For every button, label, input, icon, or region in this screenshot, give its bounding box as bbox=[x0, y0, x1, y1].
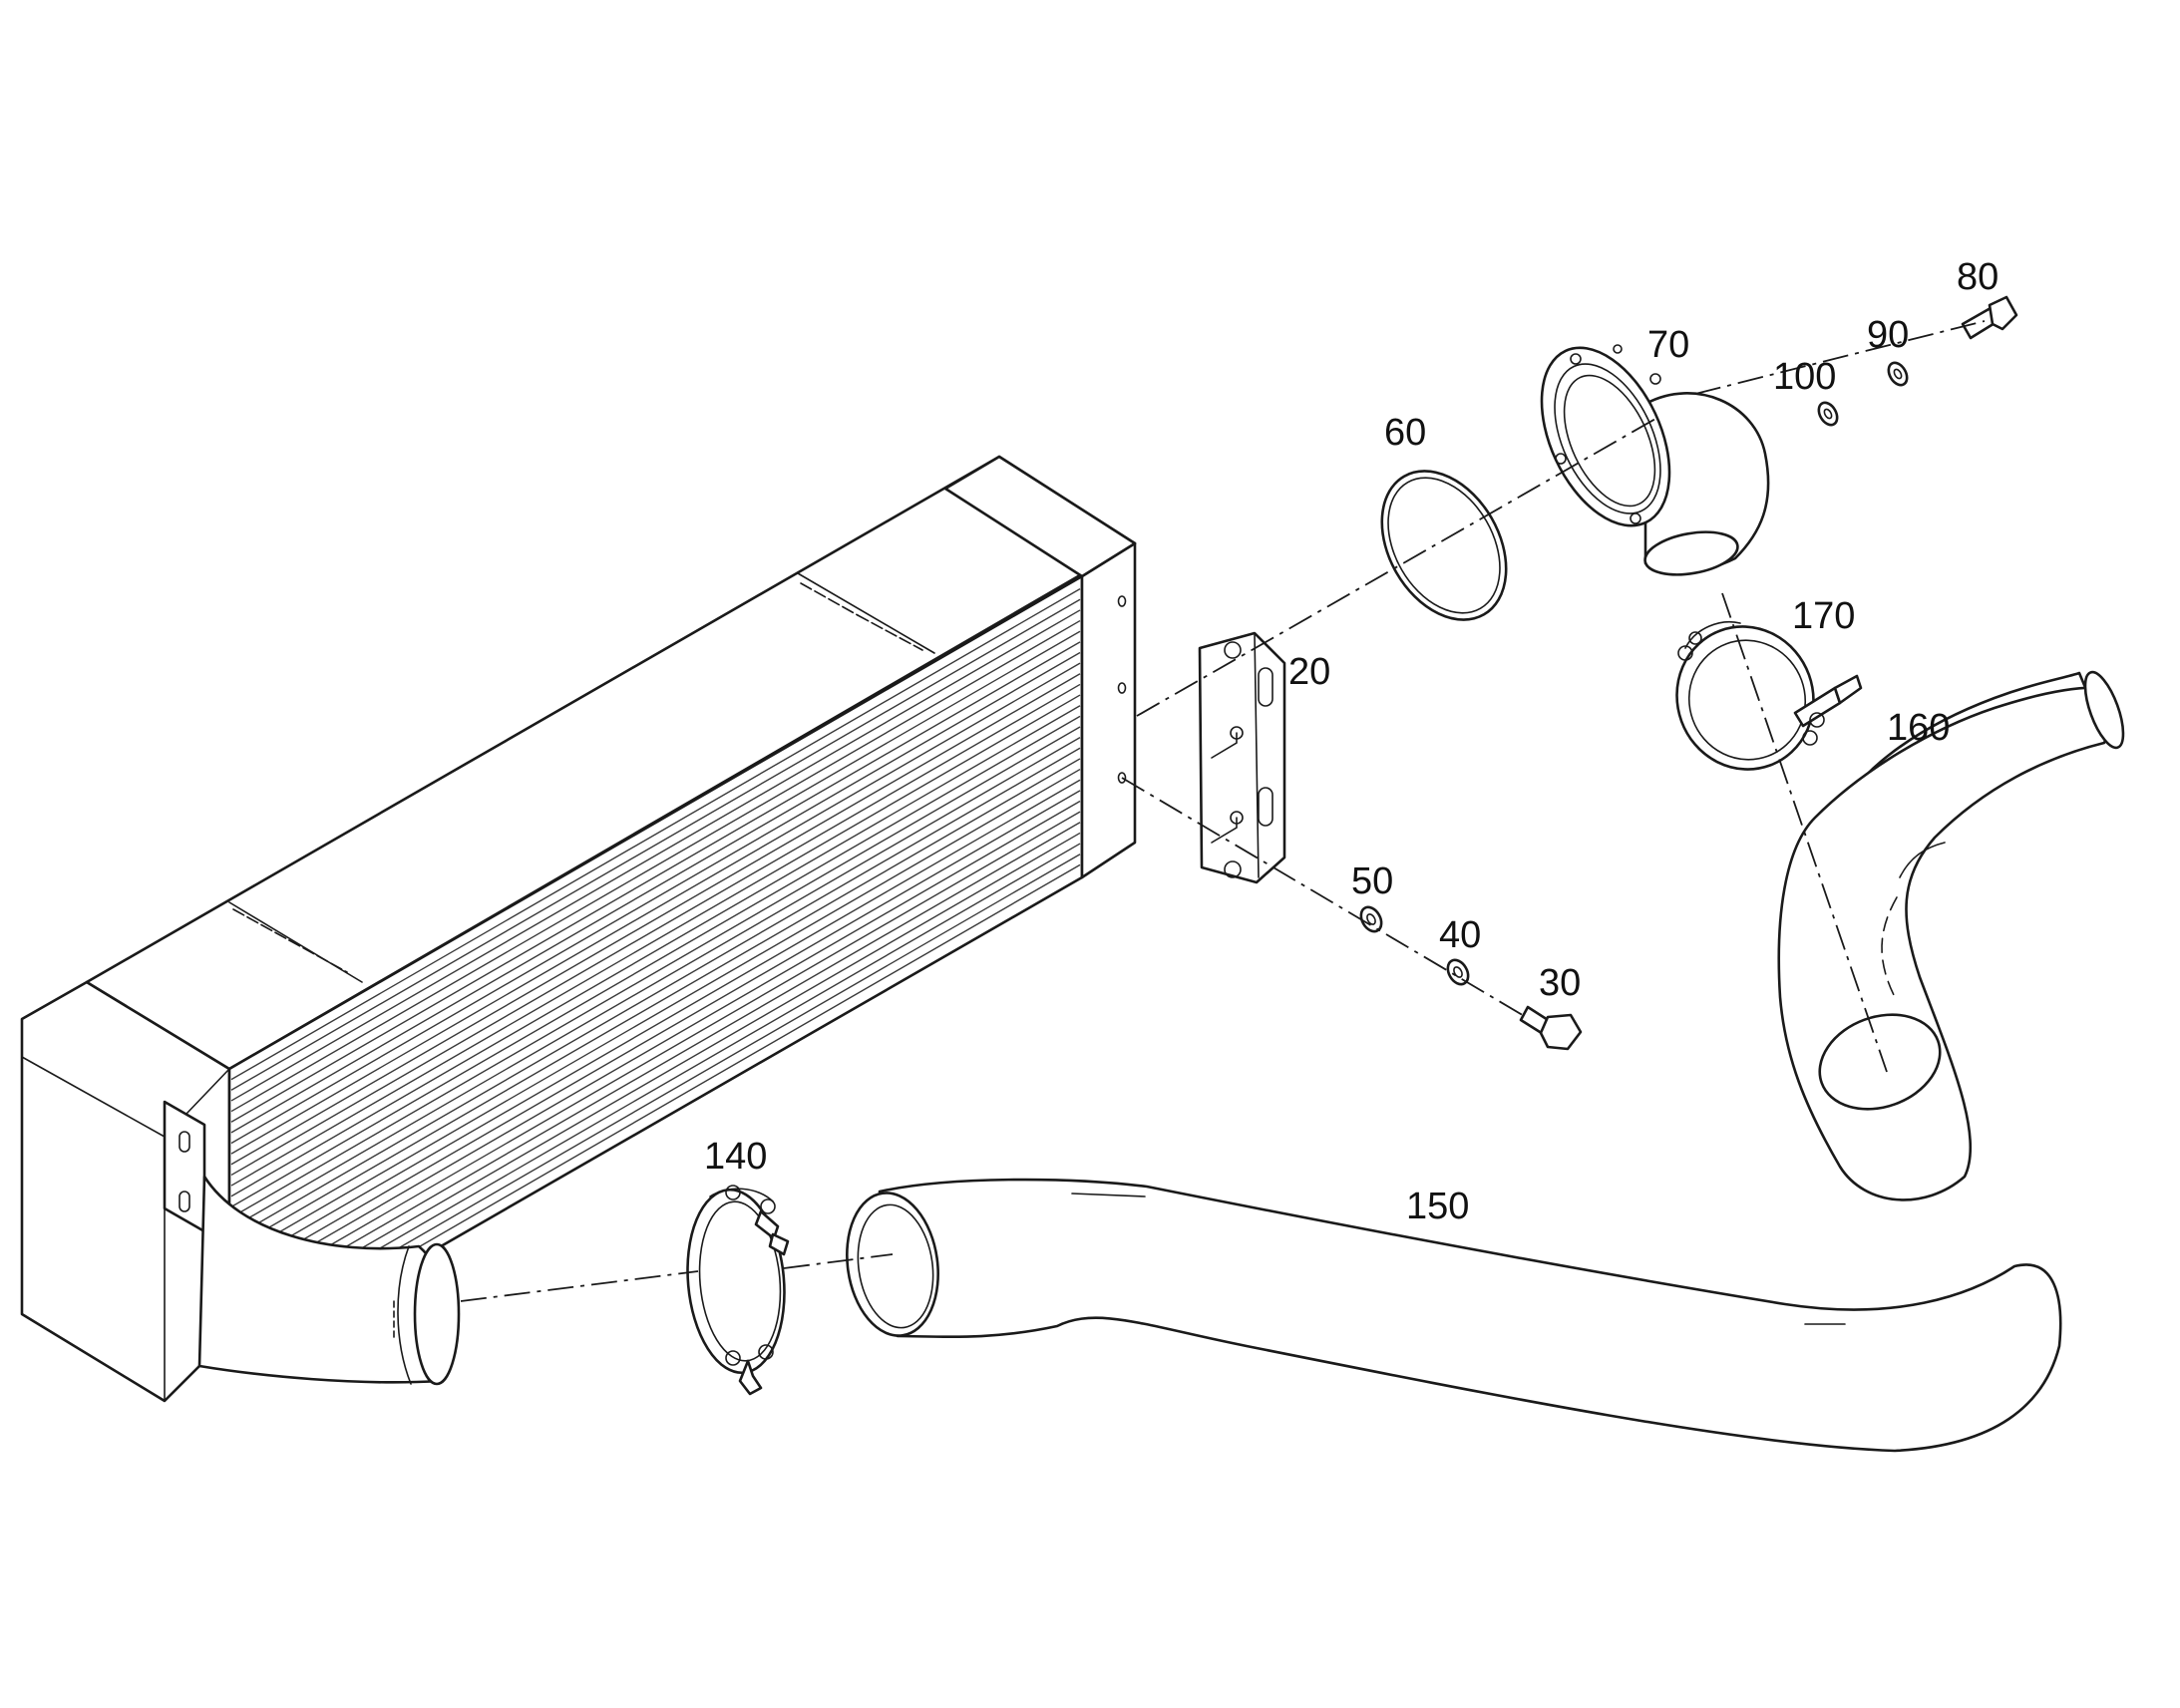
callout-labels: 20 30 40 50 60 70 80 90 100 140 150 160 … bbox=[704, 256, 1998, 1227]
fin-line bbox=[230, 662, 1081, 1155]
fin-line bbox=[230, 758, 1081, 1250]
fin-line bbox=[230, 779, 1081, 1271]
washer-50 bbox=[1359, 905, 1383, 933]
fin-line bbox=[230, 737, 1081, 1229]
o-ring-60 bbox=[1380, 470, 1508, 621]
callout-20: 20 bbox=[1288, 651, 1330, 693]
hose-clamp-170 bbox=[1675, 621, 1863, 771]
charge-pipe-150 bbox=[846, 1178, 2062, 1453]
fin-line bbox=[230, 588, 1081, 1081]
intercooler bbox=[20, 455, 1137, 1403]
washer-40 bbox=[1446, 958, 1470, 986]
callout-150: 150 bbox=[1406, 1186, 1469, 1227]
callout-170: 170 bbox=[1792, 595, 1855, 637]
fin-line bbox=[230, 619, 1081, 1113]
fin-line bbox=[230, 673, 1081, 1166]
callout-140: 140 bbox=[704, 1136, 767, 1178]
fin-line bbox=[230, 800, 1081, 1293]
flange-elbow-70 bbox=[1540, 344, 1770, 576]
fin-line bbox=[230, 811, 1081, 1303]
fin-line bbox=[230, 822, 1081, 1314]
fin-line bbox=[230, 641, 1081, 1134]
callout-50: 50 bbox=[1351, 860, 1393, 902]
fin-line bbox=[230, 715, 1081, 1207]
fin-line bbox=[230, 651, 1081, 1145]
callout-80: 80 bbox=[1957, 256, 1998, 298]
charge-pipe-160 bbox=[1777, 670, 2125, 1201]
washer-90 bbox=[1887, 361, 1909, 387]
fin-line bbox=[230, 598, 1081, 1091]
assembly-axis-lines bbox=[460, 320, 1986, 1302]
callout-90: 90 bbox=[1867, 314, 1909, 356]
callout-40: 40 bbox=[1439, 914, 1481, 956]
fin-line bbox=[230, 609, 1081, 1102]
fin-line bbox=[230, 790, 1081, 1282]
bolt-80 bbox=[1961, 295, 2018, 340]
intercooler-fins bbox=[230, 588, 1081, 1356]
fin-line bbox=[230, 705, 1081, 1197]
callout-100: 100 bbox=[1773, 356, 1836, 398]
hose-clamp-140 bbox=[686, 1185, 790, 1396]
fin-line bbox=[230, 694, 1081, 1187]
fin-line bbox=[230, 630, 1081, 1123]
callout-30: 30 bbox=[1539, 962, 1581, 1004]
callout-70: 70 bbox=[1647, 324, 1689, 366]
fin-line bbox=[230, 768, 1081, 1261]
intercooler-left-bracket bbox=[163, 1100, 206, 1233]
mounting-bracket-20 bbox=[1198, 631, 1286, 884]
callout-60: 60 bbox=[1384, 412, 1426, 454]
intercooler-outlet bbox=[197, 1175, 461, 1386]
callout-160: 160 bbox=[1887, 707, 1950, 749]
fin-line bbox=[230, 832, 1081, 1325]
fin-line bbox=[230, 683, 1081, 1177]
fin-line bbox=[230, 726, 1081, 1218]
fin-line bbox=[230, 747, 1081, 1239]
bolt-30 bbox=[1519, 1005, 1583, 1051]
washer-100 bbox=[1817, 401, 1839, 427]
intercooler-right-tank bbox=[943, 455, 1137, 879]
